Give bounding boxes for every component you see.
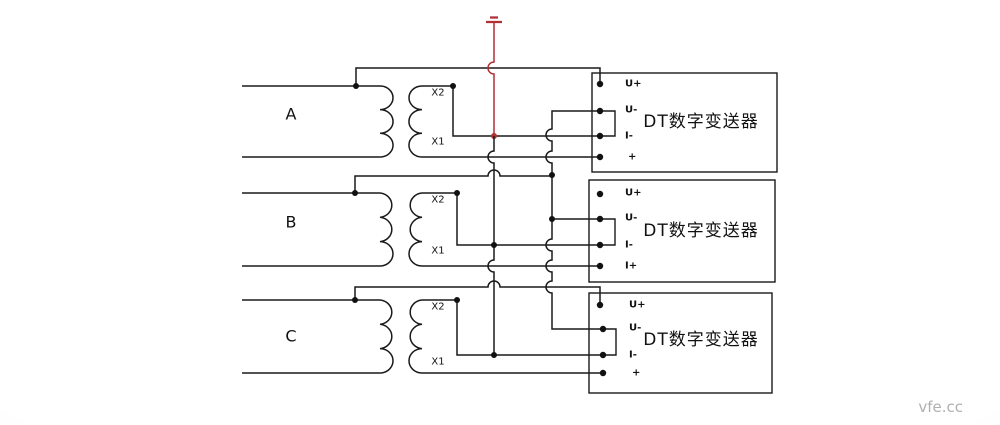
phase-a-voltage-wire-to-u-plus — [355, 67, 601, 86]
phase-b-primary-winding — [379, 192, 394, 267]
phase-b-voltage-wire-to-bus — [354, 169, 552, 193]
transmitter-box-2-outline — [588, 179, 776, 283]
transmitter-1-name: DT数字变送器 — [643, 112, 758, 132]
terminal-label-i-minus: I- — [625, 131, 633, 142]
phase-b-x1-label: X1 — [431, 246, 444, 257]
junction-dot — [352, 297, 358, 303]
junction-dot — [491, 242, 497, 248]
terminal-dot — [596, 107, 604, 115]
terminal-dot — [596, 80, 604, 88]
ground-wire-black — [487, 136, 495, 355]
phase-a-secondary-winding — [408, 85, 423, 158]
transmitter-box-1: U+ U- I- + DT数字变送器 — [591, 72, 778, 173]
transmitter-box-3-outline — [588, 292, 773, 394]
phase-a-x2-wire-to-i-minus — [422, 85, 600, 137]
transmitter-box-3: U+ U- I- + DT数字变送器 — [588, 292, 773, 394]
u-minus-i-minus-link — [603, 328, 617, 356]
phase-a-circuit: A X2 X1 — [242, 67, 601, 158]
u-minus-bus-wire — [545, 110, 603, 330]
u-minus-i-minus-link — [600, 110, 616, 137]
junction-dot — [549, 172, 555, 178]
terminal-label-plus: + — [628, 152, 636, 163]
junction-dot — [352, 190, 358, 196]
junction-dot — [491, 352, 497, 358]
phase-c-x2-label: X2 — [431, 302, 444, 313]
phase-a-label: A — [286, 105, 297, 124]
terminal-dot — [596, 262, 604, 270]
phase-a-x1-label: X1 — [431, 137, 444, 148]
terminal-label-u-minus: U- — [625, 105, 637, 116]
phase-c-x2-wire-to-i-minus — [422, 299, 603, 356]
transmitter-box-2: U+ U- I- I+ DT数字变送器 — [588, 179, 776, 283]
terminal-dot — [599, 325, 607, 333]
junction-dot — [549, 216, 555, 222]
transmitter-2-name: DT数字变送器 — [643, 221, 758, 241]
terminal-label-i-plus: I+ — [625, 261, 637, 272]
earth-ground-icon — [486, 16, 502, 24]
junction-dot — [454, 190, 460, 196]
terminal-label-u-minus: U- — [625, 213, 637, 224]
terminal-label-u-minus: U- — [629, 323, 641, 334]
terminal-label-i-minus: I- — [625, 240, 633, 251]
terminal-dot — [596, 132, 604, 140]
terminal-dot — [596, 190, 604, 198]
phase-b-secondary-winding — [408, 192, 423, 267]
transmitter-box-1-outline — [591, 72, 778, 173]
phase-c-primary-winding — [379, 299, 394, 374]
terminal-label-plus: + — [632, 368, 640, 379]
ground-wire-red — [487, 22, 495, 136]
terminal-dot — [596, 215, 604, 223]
phase-b-label: B — [286, 213, 297, 232]
phase-b-x2-wire-to-i-minus — [422, 192, 600, 246]
phase-c-voltage-wire-to-u-plus — [354, 280, 601, 305]
phase-c-label: C — [285, 327, 296, 346]
watermark: vfe.cc — [918, 398, 963, 416]
terminal-label-u-plus: U+ — [629, 300, 646, 311]
phase-c-x1-label: X1 — [431, 357, 444, 368]
phase-a-x2-label: X2 — [431, 88, 444, 99]
terminal-dot — [596, 301, 604, 309]
transmitter-3-name: DT数字变送器 — [643, 330, 758, 350]
terminal-dot — [599, 369, 607, 377]
voltage-common-bus — [545, 110, 603, 330]
terminal-label-i-minus: I- — [629, 350, 637, 361]
phase-b-x2-label: X2 — [431, 195, 444, 206]
phase-b-circuit: B X2 X1 — [242, 169, 600, 267]
ground-bus — [486, 16, 502, 358]
terminal-dot — [599, 351, 607, 359]
phase-a-primary-winding — [379, 85, 394, 158]
phase-c-circuit: C X2 X1 — [242, 280, 603, 374]
terminal-label-u-plus: U+ — [625, 79, 642, 90]
junction-dot — [450, 83, 456, 89]
terminal-dot — [596, 241, 604, 249]
junction-dot — [353, 83, 359, 89]
terminal-label-u-plus: U+ — [625, 188, 642, 199]
terminal-dot — [596, 153, 604, 161]
phase-c-secondary-winding — [408, 299, 423, 374]
u-minus-i-minus-link — [600, 218, 616, 246]
junction-dot — [454, 297, 460, 303]
